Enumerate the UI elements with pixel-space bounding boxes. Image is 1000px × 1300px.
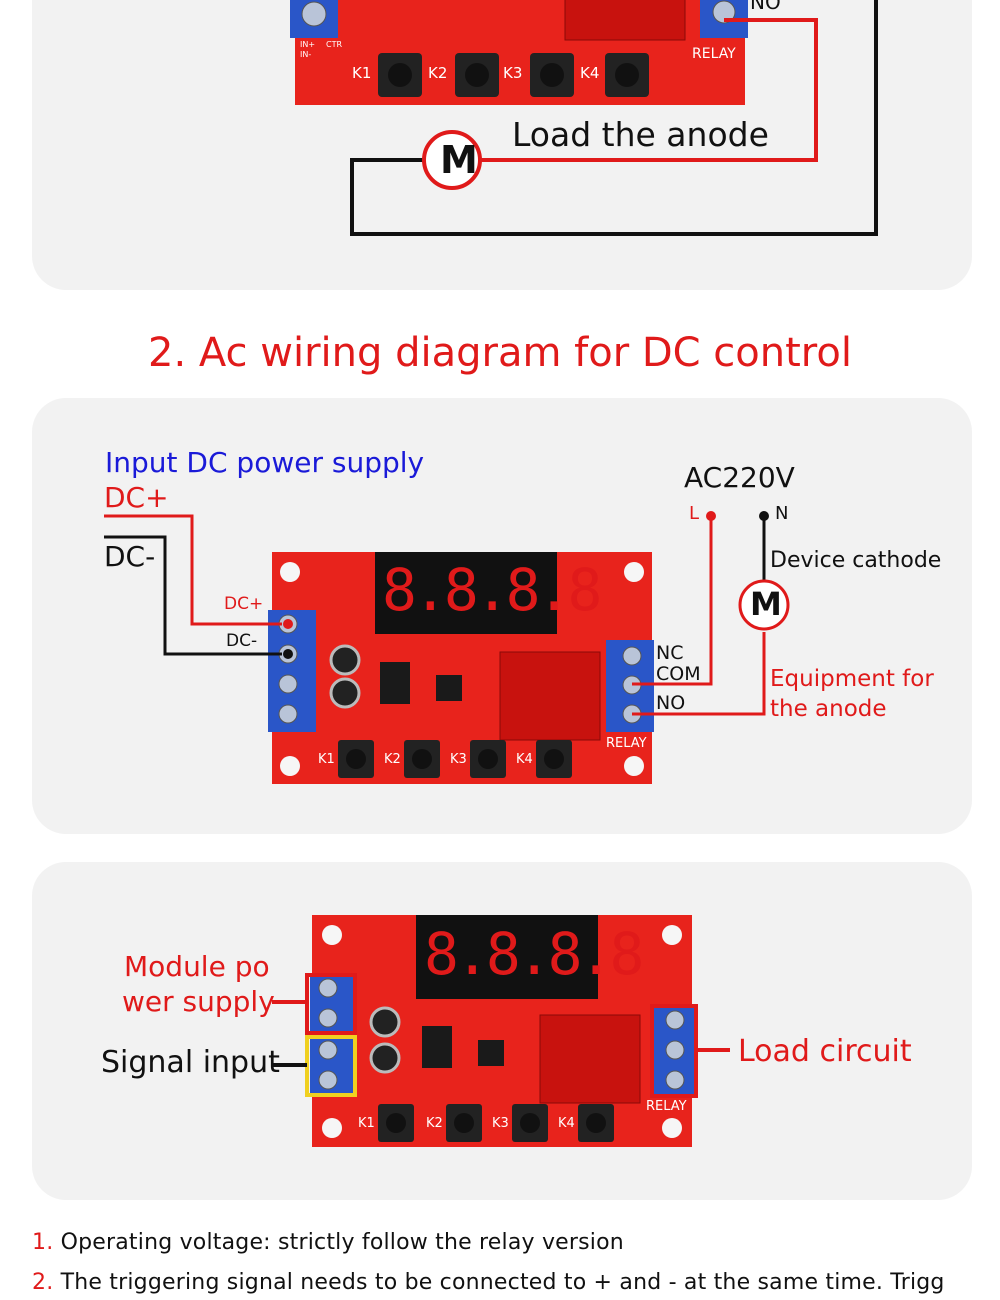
capacitor — [369, 1042, 401, 1074]
key-label: K1 — [352, 64, 372, 82]
key-label: K2 — [426, 1116, 443, 1131]
relay-label: RELAY — [606, 736, 647, 751]
ac-voltage-label: AC220V — [684, 461, 795, 494]
pin-label: CTR — [326, 40, 343, 49]
capacitor — [329, 677, 361, 709]
note-text: The triggering signal needs to be connec… — [60, 1270, 945, 1295]
seven-segment-display — [416, 915, 598, 999]
optocoupler — [380, 662, 410, 704]
microcontroller-chip — [436, 675, 462, 701]
section2-title: 2. Ac wiring diagram for DC control — [148, 330, 852, 376]
section3-diagram — [272, 915, 730, 1147]
section1-diagram — [290, 0, 878, 236]
dc-minus-label: DC- — [104, 540, 156, 573]
note-number: 2. — [32, 1270, 54, 1295]
nc-label: NC — [656, 642, 684, 664]
board-dc-minus-label: DC- — [226, 631, 258, 651]
load-anode-label: Load the anode — [512, 115, 769, 154]
line-l-label: L — [689, 503, 700, 524]
motor-label: M — [750, 585, 782, 623]
display-digits: 8.8.8.8 — [424, 920, 644, 988]
dc-plus-wire — [104, 514, 282, 626]
key-label: K1 — [318, 752, 335, 767]
mount-hole — [322, 1118, 342, 1138]
note-text: Operating voltage: strictly follow the r… — [60, 1230, 624, 1255]
pin-label: IN+ — [300, 40, 316, 49]
dc-plus-label: DC+ — [104, 481, 169, 514]
key-label: K4 — [516, 752, 533, 767]
pin-label: IN- — [300, 50, 312, 59]
load-circuit-highlight — [650, 1004, 698, 1098]
no-label: NO — [656, 692, 686, 714]
relay-body — [499, 651, 601, 741]
line-n-label: N — [775, 503, 789, 524]
load-circuit-label: Load circuit — [738, 1034, 912, 1069]
com-label: COM — [656, 663, 701, 685]
capacitor — [329, 644, 361, 676]
mount-hole — [662, 925, 682, 945]
relay-label: RELAY — [646, 1099, 687, 1114]
anode-wire — [632, 632, 766, 716]
module-power-label-2: wer supply — [122, 985, 275, 1018]
ac-line-wire — [632, 516, 713, 686]
seven-segment-display — [375, 552, 557, 634]
module-power-label: Module po — [124, 950, 270, 983]
screw-terminal — [712, 0, 736, 24]
signal-input-label: Signal input — [101, 1045, 280, 1080]
board-dc-plus-label: DC+ — [224, 594, 264, 614]
key-label: K3 — [503, 64, 523, 82]
mount-hole — [624, 756, 644, 776]
equipment-anode-label: Equipment for — [770, 666, 934, 692]
mount-hole — [280, 756, 300, 776]
optocoupler — [422, 1026, 452, 1068]
device-cathode-label: Device cathode — [770, 548, 942, 573]
relay-body — [539, 1014, 641, 1104]
input-dc-label: Input DC power supply — [105, 446, 425, 479]
key-label: K3 — [492, 1116, 509, 1131]
capacitor — [369, 1006, 401, 1038]
key-label: K4 — [558, 1116, 575, 1131]
note-2: 2. The triggering signal needs to be con… — [32, 1270, 945, 1295]
key-label: K2 — [384, 752, 401, 767]
screw-terminal — [301, 1, 327, 27]
section2-diagram — [104, 511, 790, 784]
key-label: K3 — [450, 752, 467, 767]
motor-symbol — [422, 130, 482, 190]
note-number: 1. — [32, 1230, 54, 1255]
equipment-anode-label-2: the anode — [770, 696, 887, 722]
note-1: 1. Operating voltage: strictly follow th… — [32, 1230, 624, 1255]
motor-symbol — [738, 579, 790, 631]
mount-hole — [280, 562, 300, 582]
red-wire — [480, 18, 818, 162]
display-digits: 8.8.8.8 — [382, 556, 602, 624]
key-label: K4 — [580, 64, 600, 82]
relay-label: RELAY — [692, 46, 736, 62]
relay-body — [564, 0, 686, 41]
black-wire — [350, 0, 878, 236]
terminal-no-label: NO — [750, 0, 781, 14]
microcontroller-chip — [478, 1040, 504, 1066]
key-label: K2 — [428, 64, 448, 82]
motor-label: M — [440, 138, 478, 182]
mount-hole — [662, 1118, 682, 1138]
dc-minus-wire — [104, 535, 282, 656]
key-label: K1 — [358, 1116, 375, 1131]
mount-hole — [322, 925, 342, 945]
mount-hole — [624, 562, 644, 582]
